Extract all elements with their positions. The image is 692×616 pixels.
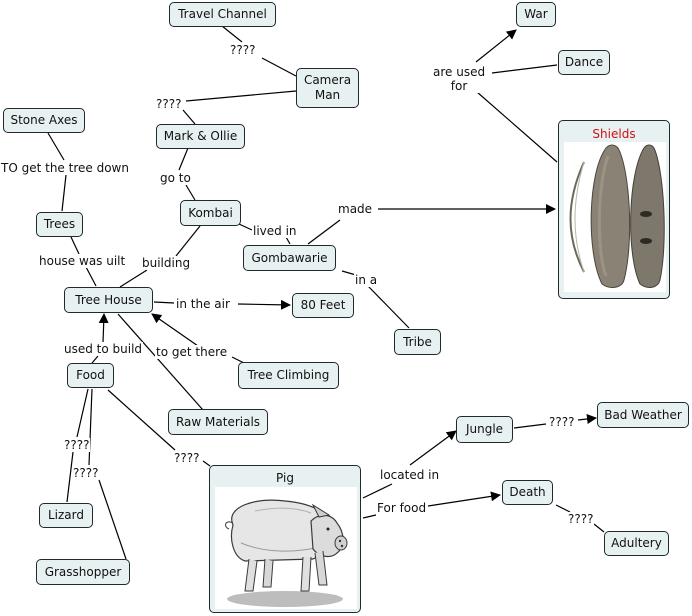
node-camera-man[interactable]: Camera Man: [296, 68, 359, 108]
node-tree-climbing[interactable]: Tree Climbing: [238, 362, 339, 389]
node-death[interactable]: Death: [502, 480, 553, 505]
node-80-feet[interactable]: 80 Feet: [292, 293, 354, 318]
link-label-in-a: in a: [354, 273, 379, 287]
link-label-food-pig: ????: [173, 451, 201, 465]
node-kombai[interactable]: Kombai: [180, 200, 241, 226]
node-bad-weather[interactable]: Bad Weather: [597, 402, 689, 428]
node-tree-house[interactable]: Tree House: [64, 287, 153, 313]
link-label-food-lizard: ????: [63, 438, 91, 452]
shields-illustration: [564, 142, 666, 292]
node-gombawarie[interactable]: Gombawarie: [243, 245, 336, 271]
node-war[interactable]: War: [516, 2, 556, 27]
node-mark-ollie[interactable]: Mark & Ollie: [156, 124, 245, 149]
pig-title: Pig: [276, 471, 294, 485]
link-label-jungle-weather: ????: [548, 415, 576, 429]
node-raw-materials[interactable]: Raw Materials: [168, 409, 268, 435]
link-label-used-for: are used for: [432, 65, 487, 93]
link-label-go-to: go to: [159, 171, 192, 185]
link-label-made: made: [337, 202, 374, 216]
shields-title: Shields: [592, 127, 636, 141]
node-travel-channel[interactable]: Travel Channel: [169, 2, 276, 27]
node-food[interactable]: Food: [67, 363, 114, 388]
node-dance[interactable]: Dance: [558, 50, 610, 75]
link-label-for-food: For food: [376, 501, 428, 515]
node-jungle[interactable]: Jungle: [456, 416, 513, 443]
pig-illustration: [215, 487, 357, 609]
node-stone-axes[interactable]: Stone Axes: [3, 108, 85, 133]
link-label-used-to-build: used to build: [63, 342, 144, 356]
link-label-located-in: located in: [379, 468, 441, 482]
node-shields[interactable]: Shields: [558, 120, 670, 299]
node-pig[interactable]: Pig: [209, 465, 361, 613]
node-trees[interactable]: Trees: [36, 212, 83, 237]
link-label-death-adultery: ????: [567, 512, 595, 526]
link-label-tc-cm: ????: [229, 43, 257, 57]
link-label-lived-in: lived in: [252, 224, 298, 238]
link-label-to-get-there: to get there: [155, 345, 229, 359]
link-label-cm-mo: ????: [155, 97, 183, 111]
link-label-in-the-air: in the air: [175, 297, 231, 311]
link-label-building: building: [141, 256, 192, 270]
node-lizard[interactable]: Lizard: [39, 503, 93, 528]
node-adultery[interactable]: Adultery: [604, 531, 669, 556]
link-label-food-grasshopper: ????: [72, 466, 100, 480]
link-label-axes-trees: TO get the tree down: [0, 161, 130, 175]
node-tribe[interactable]: Tribe: [394, 329, 441, 355]
node-grasshopper[interactable]: Grasshopper: [36, 559, 130, 585]
link-label-house-built: house was uilt: [38, 254, 127, 268]
